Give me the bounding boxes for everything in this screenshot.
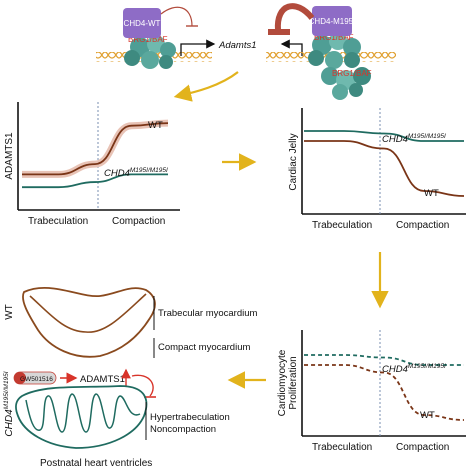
xlabel-right: Compaction <box>396 442 449 453</box>
baf-complex-right <box>308 32 371 100</box>
mutant-label: CHD4M195I/M195I <box>3 371 15 436</box>
mutant-trabeculae <box>25 393 141 433</box>
chart-adamts1: ADAMTS1 WT CHD4M195I/M195I Trabeculation… <box>4 102 180 227</box>
wt-trabecular-layer <box>29 293 147 333</box>
series-label-wt: WT <box>148 120 163 131</box>
ylabel: Cardiac Jelly <box>288 133 299 190</box>
wt-ventricle-outline <box>22 287 156 358</box>
xlabel-right: Compaction <box>396 220 449 231</box>
rescue-inhibition <box>131 374 154 397</box>
series-line-1 <box>304 364 465 421</box>
heart-panel: WT Trabecular myocardium Compact myocard… <box>3 287 258 469</box>
series-line-0 <box>304 354 464 366</box>
xlabel-left: Trabeculation <box>312 442 372 453</box>
xlabel-left: Trabeculation <box>28 216 88 227</box>
label-compact: Compact myocardium <box>158 342 250 353</box>
chart-cardiac-jelly: Cardiac Jelly CHD4M195I/M195I WT Trabecu… <box>288 108 466 231</box>
inhibition-arrow-right <box>274 3 315 31</box>
ylabel-line1: Cardiomyocyte <box>277 349 288 416</box>
series-label-mut: CHD4M195I/M195I <box>382 363 446 375</box>
target-label: ADAMTS1 <box>80 374 125 385</box>
series-label-mut: CHD4M195I/M195I <box>382 133 446 145</box>
series-label-wt: WT <box>424 188 439 199</box>
drug-label: GW501516 <box>20 376 53 383</box>
xlabel-right: Compaction <box>112 216 165 227</box>
series-label-wt: WT <box>420 410 435 421</box>
chd4-wt-label: CHD4-WT <box>124 19 161 28</box>
baf-label-right-2: BRG1/BAF <box>332 69 372 78</box>
gene-label: Adamts1 <box>218 40 257 51</box>
mutant-ventricle-outline <box>15 385 148 449</box>
series-line-1 <box>303 140 465 197</box>
top-schematic: BRG1/BAF CHD4-WT Adamts1 BRG1/BAF BR <box>96 3 396 100</box>
series-label-mut: CHD4M195I/M195I <box>104 167 168 179</box>
baf-complex-left <box>124 35 176 69</box>
baf-label-left: BRG1/BAF <box>128 35 168 44</box>
chd4-mutant-box <box>312 6 352 36</box>
chart-proliferation: Cardiomyocyte Proliferation CHD4M195I/M1… <box>277 330 466 453</box>
series-line-0 <box>304 130 464 142</box>
flow-arrow-1 <box>173 71 239 102</box>
xlabel-left: Trabeculation <box>312 220 372 231</box>
label-trabecular: Trabecular myocardium <box>158 308 258 319</box>
promoter-arrow-left <box>180 39 216 56</box>
inhibition-arrow-left <box>160 6 193 27</box>
caption: Postnatal heart ventricles <box>40 458 152 469</box>
chd4-wt-box <box>123 8 161 38</box>
phenotype-2: Noncompaction <box>150 424 216 435</box>
series-line-0 <box>22 122 169 176</box>
ylabel-line2: Proliferation <box>288 356 299 409</box>
ylabel: ADAMTS1 <box>4 132 15 180</box>
phenotype-1: Hypertrabeculation <box>150 412 230 423</box>
wt-label: WT <box>4 304 15 320</box>
chd4-mutant-label: CHD4-M195I <box>309 17 356 26</box>
baf-label-right: BRG1/BAF <box>314 33 354 42</box>
series-line-1 <box>22 173 168 189</box>
